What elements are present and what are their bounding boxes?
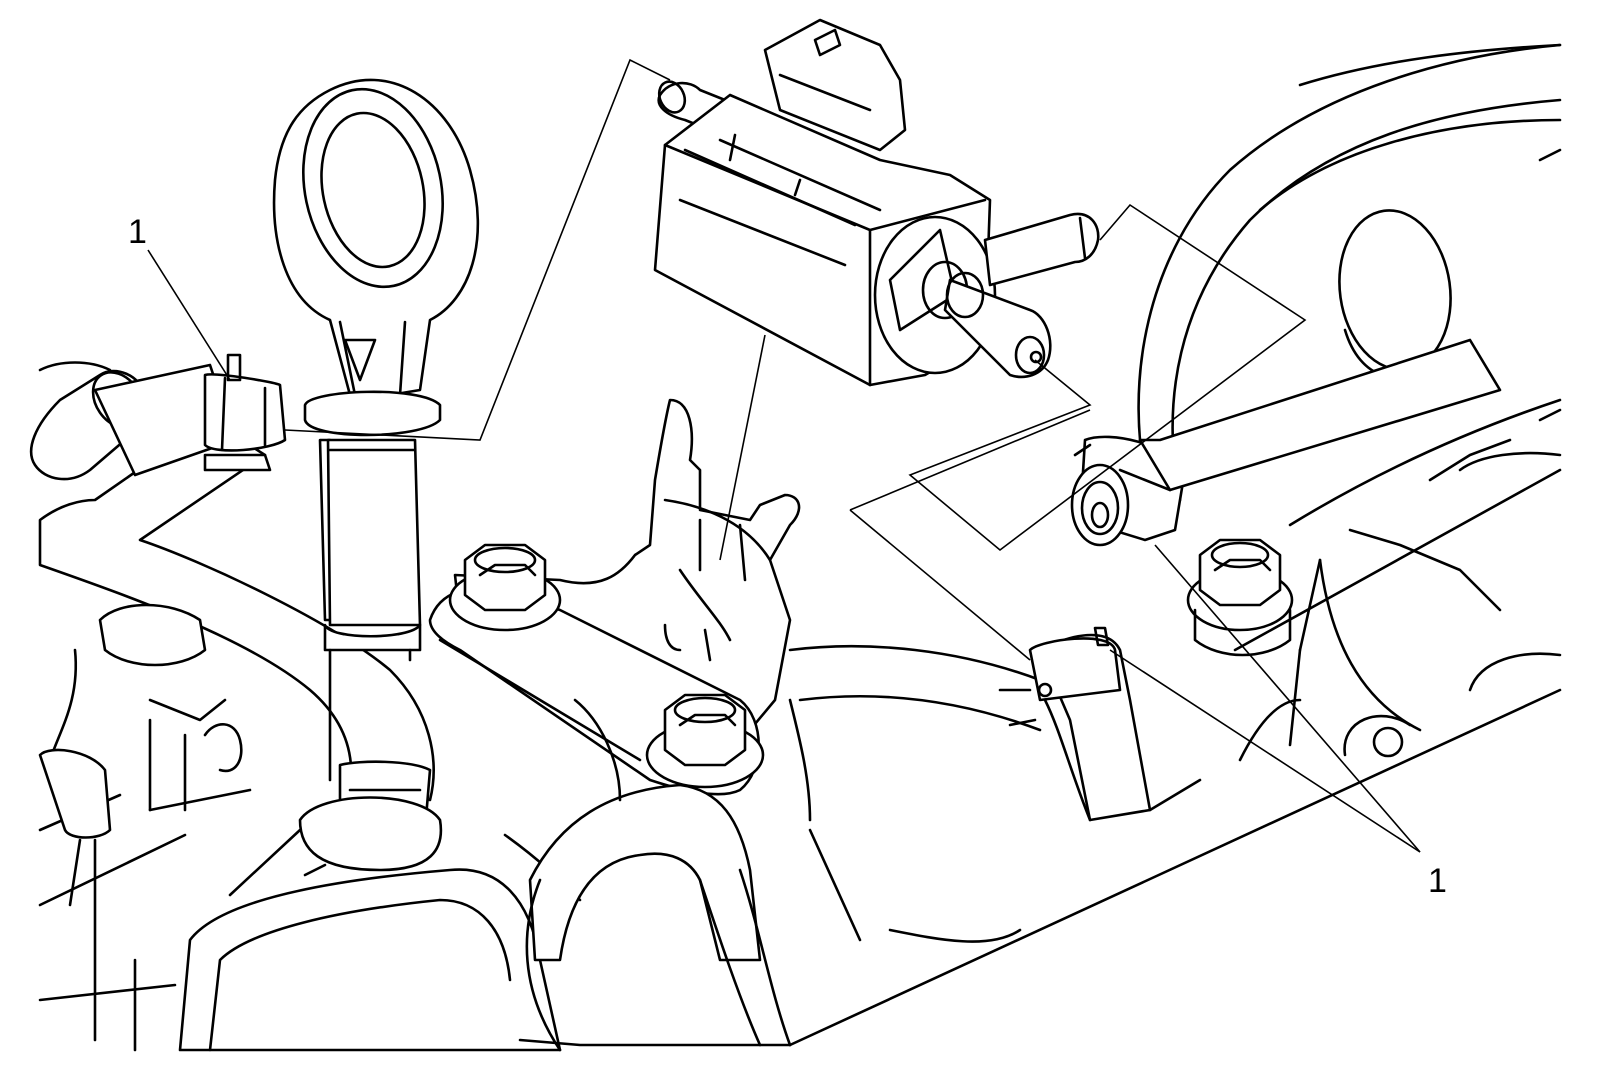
bracket-bolt-lower: [645, 693, 765, 789]
engine-block-outline: [38, 43, 1562, 1047]
detail-view-outline: [284, 58, 1307, 661]
dipstick-handle: [272, 78, 480, 782]
callout-leaders: [147, 249, 1421, 853]
lower-housing: [518, 644, 1042, 1052]
left-vacuum-hose: [29, 353, 435, 802]
bracket-bolt-upper: [448, 543, 562, 632]
lower-left-components: [38, 603, 582, 1052]
purge-solenoid-valve: [653, 18, 1100, 387]
callout-label-left: 1: [128, 213, 147, 251]
callout-label-right: 1: [1428, 862, 1447, 900]
right-vacuum-hose: [1028, 338, 1502, 822]
right-bolt: [1186, 538, 1294, 657]
